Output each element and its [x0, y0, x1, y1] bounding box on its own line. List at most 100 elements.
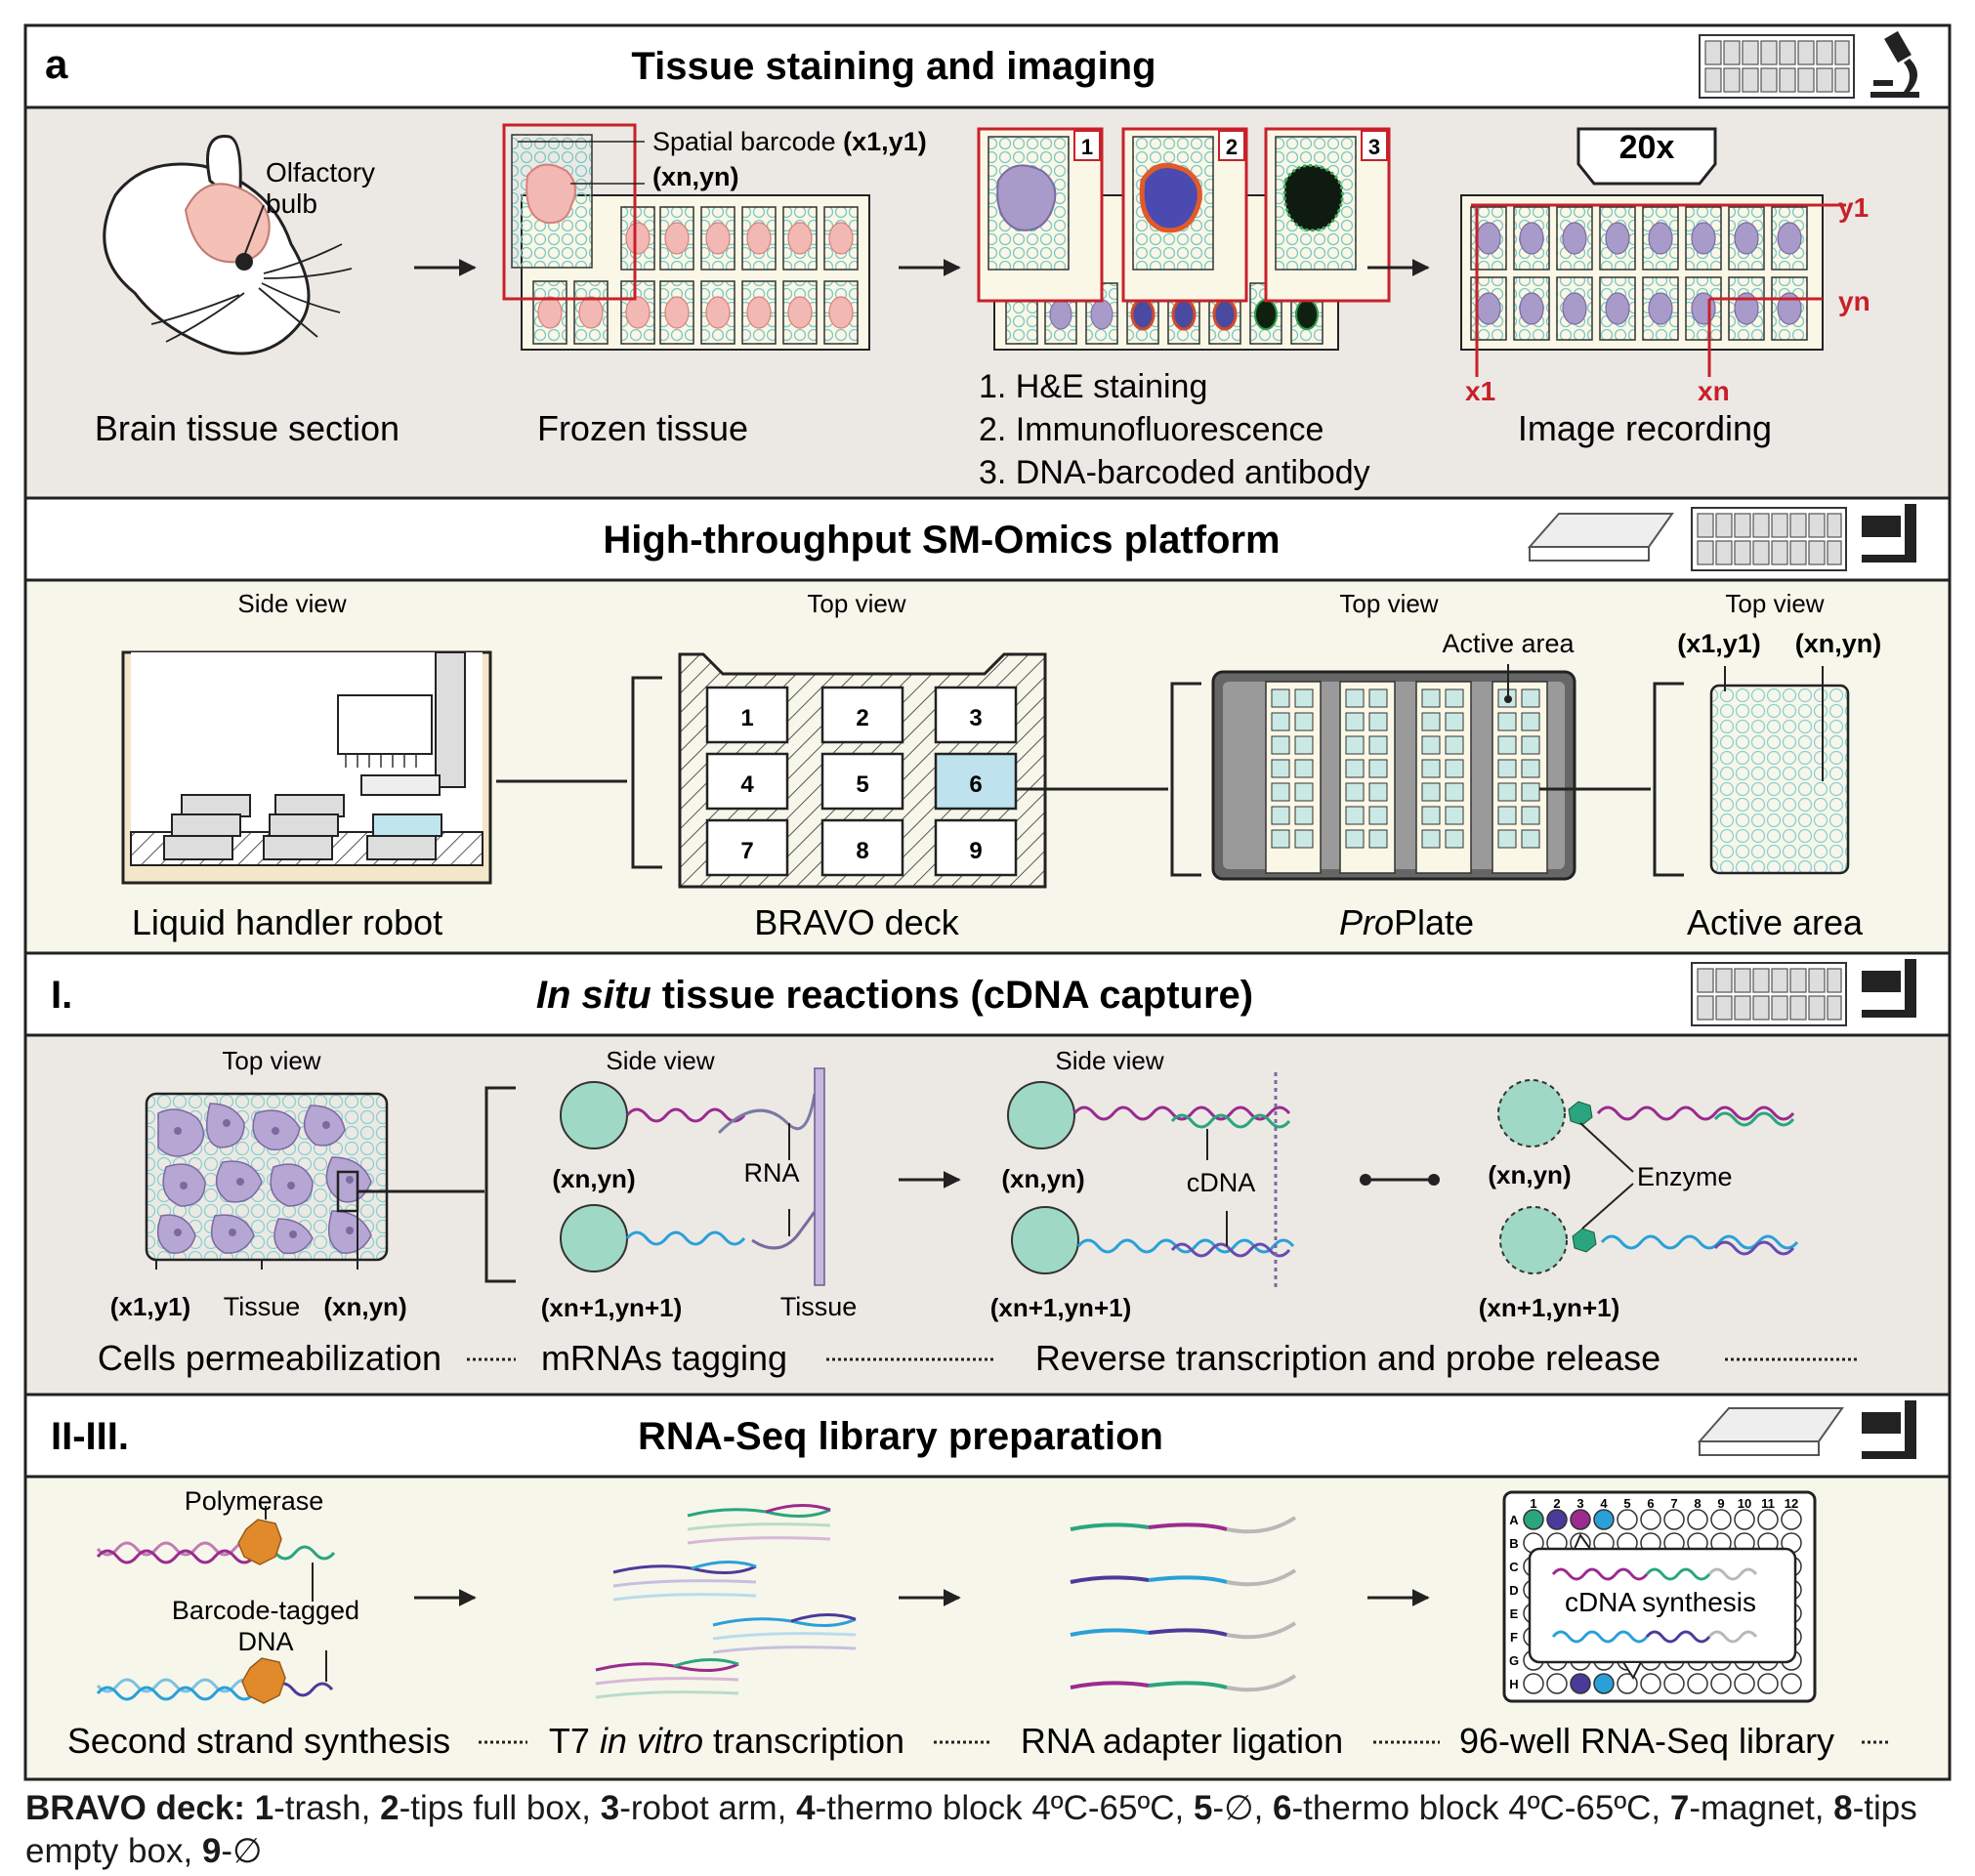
legend-item-number: 1	[254, 1789, 274, 1827]
area-top-view: Top view	[1725, 589, 1824, 618]
plate-well	[1781, 1509, 1802, 1530]
barcode-dna-label-2: DNA	[237, 1627, 293, 1656]
released-probes	[1497, 1079, 1799, 1274]
mouse-illustration	[103, 135, 353, 355]
step-tagging: mRNAs tagging	[541, 1338, 787, 1378]
plate-well	[1593, 1673, 1615, 1694]
stain-list-1: 1. H&E staining	[979, 368, 1207, 405]
legend-item-number: 4	[796, 1789, 816, 1827]
deck-slot-6-box	[934, 752, 1018, 811]
legend-item-text: -∅	[221, 1832, 263, 1870]
plate-well	[1570, 1673, 1591, 1694]
rt-beads	[1007, 1072, 1295, 1287]
stain-panel-1: 1	[977, 127, 1104, 303]
plate-well	[1757, 1509, 1779, 1530]
svg-text:H: H	[1509, 1677, 1518, 1691]
liquid-handler-robot	[121, 650, 492, 885]
well-plate-icon-2	[1697, 1407, 1844, 1456]
proplate	[1211, 664, 1576, 881]
deck-slot-3-box	[934, 686, 1018, 744]
robot-icon-3	[1862, 1400, 1916, 1459]
step-library: 96-well RNA-Seq library	[1459, 1721, 1834, 1761]
legend-items: 1-trash, 2-tips full box, 3-robot arm, 4…	[25, 1789, 1917, 1870]
legend-item-number: 8	[1833, 1789, 1853, 1827]
plate-well	[1617, 1509, 1638, 1530]
slide-icon	[1699, 34, 1855, 99]
svg-text:12: 12	[1785, 1496, 1798, 1511]
active-area-label: Active area	[1442, 629, 1575, 658]
plate-well	[1640, 1673, 1661, 1694]
deck-slot-7: 7	[740, 838, 753, 864]
section-platform: High-throughput SM-Omics platform Side v…	[23, 496, 1952, 955]
section1-header	[23, 23, 1952, 109]
plate-well	[1687, 1673, 1708, 1694]
legend-item-number: 3	[600, 1789, 620, 1827]
section4-header	[23, 1393, 1952, 1479]
legend-item-text: -thermo block 4ºC-65ºC,	[1291, 1789, 1670, 1827]
axis-xn: xn	[1698, 376, 1730, 406]
panel-letter: a	[45, 41, 68, 87]
stain-badge-2: 2	[1226, 135, 1238, 159]
deck-bracket	[631, 676, 662, 869]
step-permeabilization: Cells permeabilization	[98, 1338, 441, 1378]
svg-text:F: F	[1510, 1630, 1518, 1645]
tissue-coord-1: (x1,y1)	[110, 1292, 190, 1321]
step-ligation: RNA adapter ligation	[1021, 1721, 1343, 1761]
deck-slot-5-box	[820, 752, 904, 811]
stain-badge-3: 3	[1368, 135, 1380, 159]
robot-side-view: Side view	[237, 589, 346, 618]
tagging-coord-n1: (xn+1,yn+1)	[541, 1293, 683, 1322]
plate-well	[1757, 1673, 1779, 1694]
deck-slot-1-box	[705, 686, 789, 744]
slide-icon-3	[1691, 962, 1847, 1026]
area-bracket	[1653, 682, 1684, 877]
cdna-label: cDNA	[1187, 1168, 1256, 1197]
step-second-strand: Second strand synthesis	[67, 1721, 450, 1761]
deck-slot-2: 2	[856, 705, 868, 731]
barcode-dna-label-1: Barcode-tagged	[172, 1596, 359, 1625]
plate-well	[1546, 1509, 1568, 1530]
slide-icon-2	[1691, 507, 1847, 571]
plate-well	[1663, 1509, 1685, 1530]
svg-text:9: 9	[1717, 1496, 1724, 1511]
enzyme-label: Enzyme	[1637, 1162, 1733, 1191]
legend-item-number: 7	[1669, 1789, 1690, 1827]
tissue-label-2: Tissue	[780, 1292, 858, 1321]
plate-well	[1546, 1673, 1568, 1694]
section4-title: RNA-Seq library preparation	[638, 1415, 1163, 1458]
axis-yn: yn	[1838, 286, 1870, 316]
ivt-rna-strands	[595, 1503, 857, 1699]
svg-text:5: 5	[1623, 1496, 1630, 1511]
section1-title: Tissue staining and imaging	[631, 45, 1156, 88]
deck-slot-1: 1	[740, 705, 753, 731]
plate-well	[1781, 1673, 1802, 1694]
rt-coord-n1: (xn+1,yn+1)	[990, 1293, 1132, 1322]
legend-item-text: -robot arm,	[619, 1789, 797, 1827]
plate-well	[1663, 1673, 1685, 1694]
section3-numeral: I.	[51, 974, 72, 1017]
deck-slot-3: 3	[969, 705, 982, 731]
plate-well	[1593, 1509, 1615, 1530]
release-coord-n1: (xn+1,yn+1)	[1479, 1293, 1620, 1322]
svg-text:D: D	[1509, 1583, 1518, 1598]
svg-text:B: B	[1509, 1536, 1518, 1551]
svg-text:A: A	[1509, 1513, 1519, 1527]
plate-well	[1640, 1509, 1661, 1530]
active-caption: Active area	[1687, 902, 1864, 942]
svg-text:G: G	[1509, 1653, 1519, 1668]
imaging-caption: Image recording	[1518, 408, 1772, 448]
section4-numeral: II-III.	[51, 1415, 129, 1458]
imaging-slide	[1460, 194, 1846, 377]
legend-label: BRAVO deck:	[25, 1789, 245, 1827]
proplate-caption: ProPlate	[1339, 902, 1474, 942]
axis-x1: x1	[1465, 376, 1495, 406]
section3-header	[23, 951, 1952, 1037]
active-area-grid	[1709, 684, 1850, 875]
stain-badge-1: 1	[1081, 135, 1093, 159]
proplate-bracket	[1170, 682, 1201, 877]
active-coord-n: (xn,yn)	[1795, 629, 1882, 658]
